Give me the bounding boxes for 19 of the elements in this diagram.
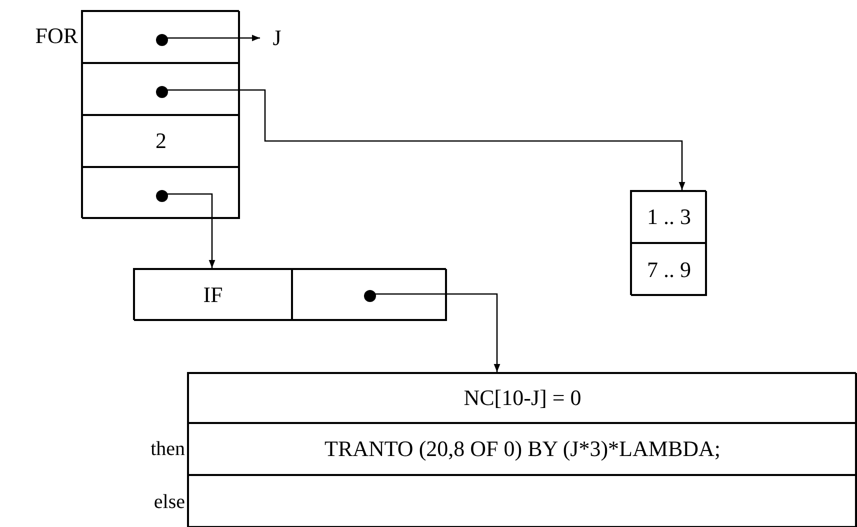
- variable-label: J: [262, 24, 292, 52]
- record-cell: 1 .. 3: [631, 191, 707, 243]
- record-box: [133, 268, 446, 320]
- pointer-arrow: [374, 293, 500, 372]
- record-box: [292, 269, 447, 321]
- pointer-arrow: [166, 89, 686, 190]
- pointer-arrow: [166, 34, 260, 42]
- record-cell: 7 .. 9: [631, 243, 707, 296]
- record-cell: IF: [134, 269, 292, 321]
- record-heading: FOR: [35, 25, 79, 47]
- branch-label: else: [154, 492, 186, 512]
- record-cell: 2: [82, 115, 240, 167]
- record-box: [82, 63, 240, 115]
- record-box: [630, 190, 706, 295]
- branch-label: then: [150, 439, 186, 459]
- record-box: [82, 11, 240, 63]
- pointer-arrow: [166, 193, 216, 268]
- record-box: [82, 167, 240, 219]
- record-cell: NC[10-J] = 0: [188, 373, 857, 423]
